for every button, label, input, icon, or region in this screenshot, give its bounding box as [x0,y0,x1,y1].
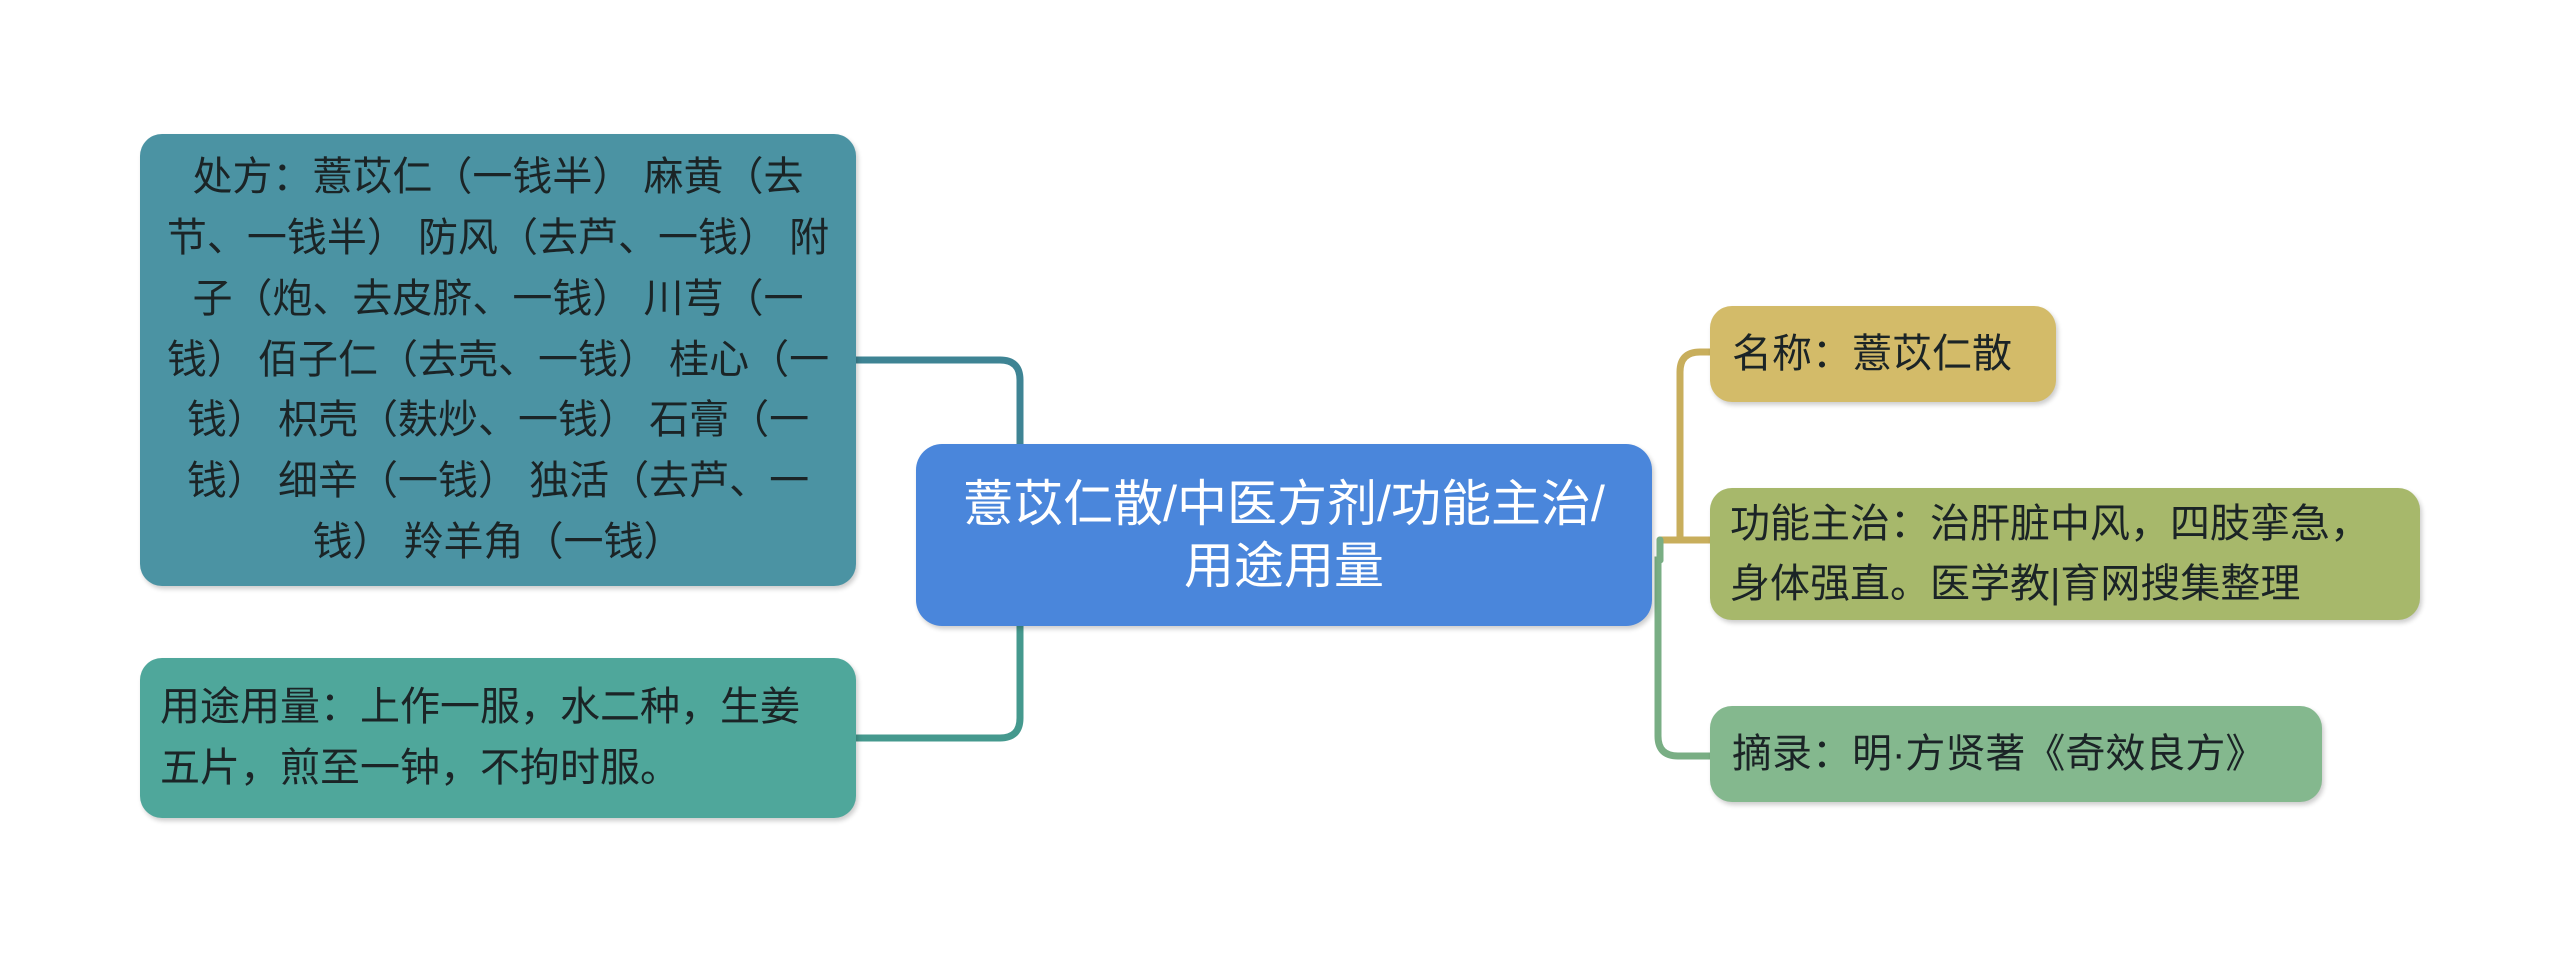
node-source-label: 摘录：明·方贤著《奇效良方》 [1732,732,2266,776]
node-source[interactable]: 摘录：明·方贤著《奇效良方》 [1710,706,2322,802]
node-indications[interactable]: 功能主治：治肝脏中风，四肢挛急，身体强直。医学教|育网搜集整理 [1710,488,2420,620]
node-prescription-label: 处方：薏苡仁（一钱半） 麻黄（去节、一钱半） 防风（去芦、一钱） 附子（炮、去皮… [166,155,830,564]
connector-source [1654,556,1716,760]
node-prescription[interactable]: 处方：薏苡仁（一钱半） 麻黄（去节、一钱半） 防风（去芦、一钱） 附子（炮、去皮… [140,134,856,586]
node-dosage-label: 用途用量：上作一服，水二种，生姜五片，煎至一钟，不拘时服。 [160,685,800,790]
node-center-label: 薏苡仁散/中医方剂/功能主治/用途用量 [963,476,1605,594]
connector-name [1656,348,1716,544]
node-dosage[interactable]: 用途用量：上作一服，水二种，生姜五片，煎至一钟，不拘时服。 [140,658,856,818]
node-name[interactable]: 名称：薏苡仁散 [1710,306,2056,402]
node-indications-label: 功能主治：治肝脏中风，四肢挛急，身体强直。医学教|育网搜集整理 [1730,502,2370,606]
node-center-topic[interactable]: 薏苡仁散/中医方剂/功能主治/用途用量 [916,444,1652,626]
node-name-label: 名称：薏苡仁散 [1732,332,2012,376]
